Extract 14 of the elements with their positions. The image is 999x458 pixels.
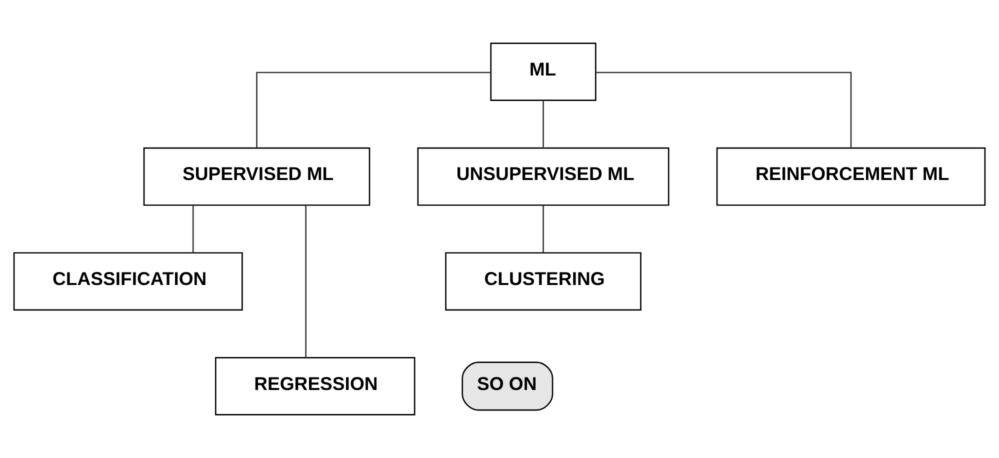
node-box: CLASSIFICATION [13,252,243,311]
connector [305,205,306,358]
node-box: SUPERVISED ML [143,147,370,206]
connector [596,72,852,148]
node-box: CLUSTERING [445,252,642,311]
node-box: SO ON [462,362,554,411]
connector [542,100,544,148]
connector [192,205,194,253]
node-box: UNSUPERVISED ML [417,147,670,206]
connector [256,72,491,148]
node-box: REINFORCEMENT ML [716,147,986,206]
node-box: REGRESSION [215,357,416,416]
node-box: ML [490,42,596,101]
connector [542,205,544,253]
